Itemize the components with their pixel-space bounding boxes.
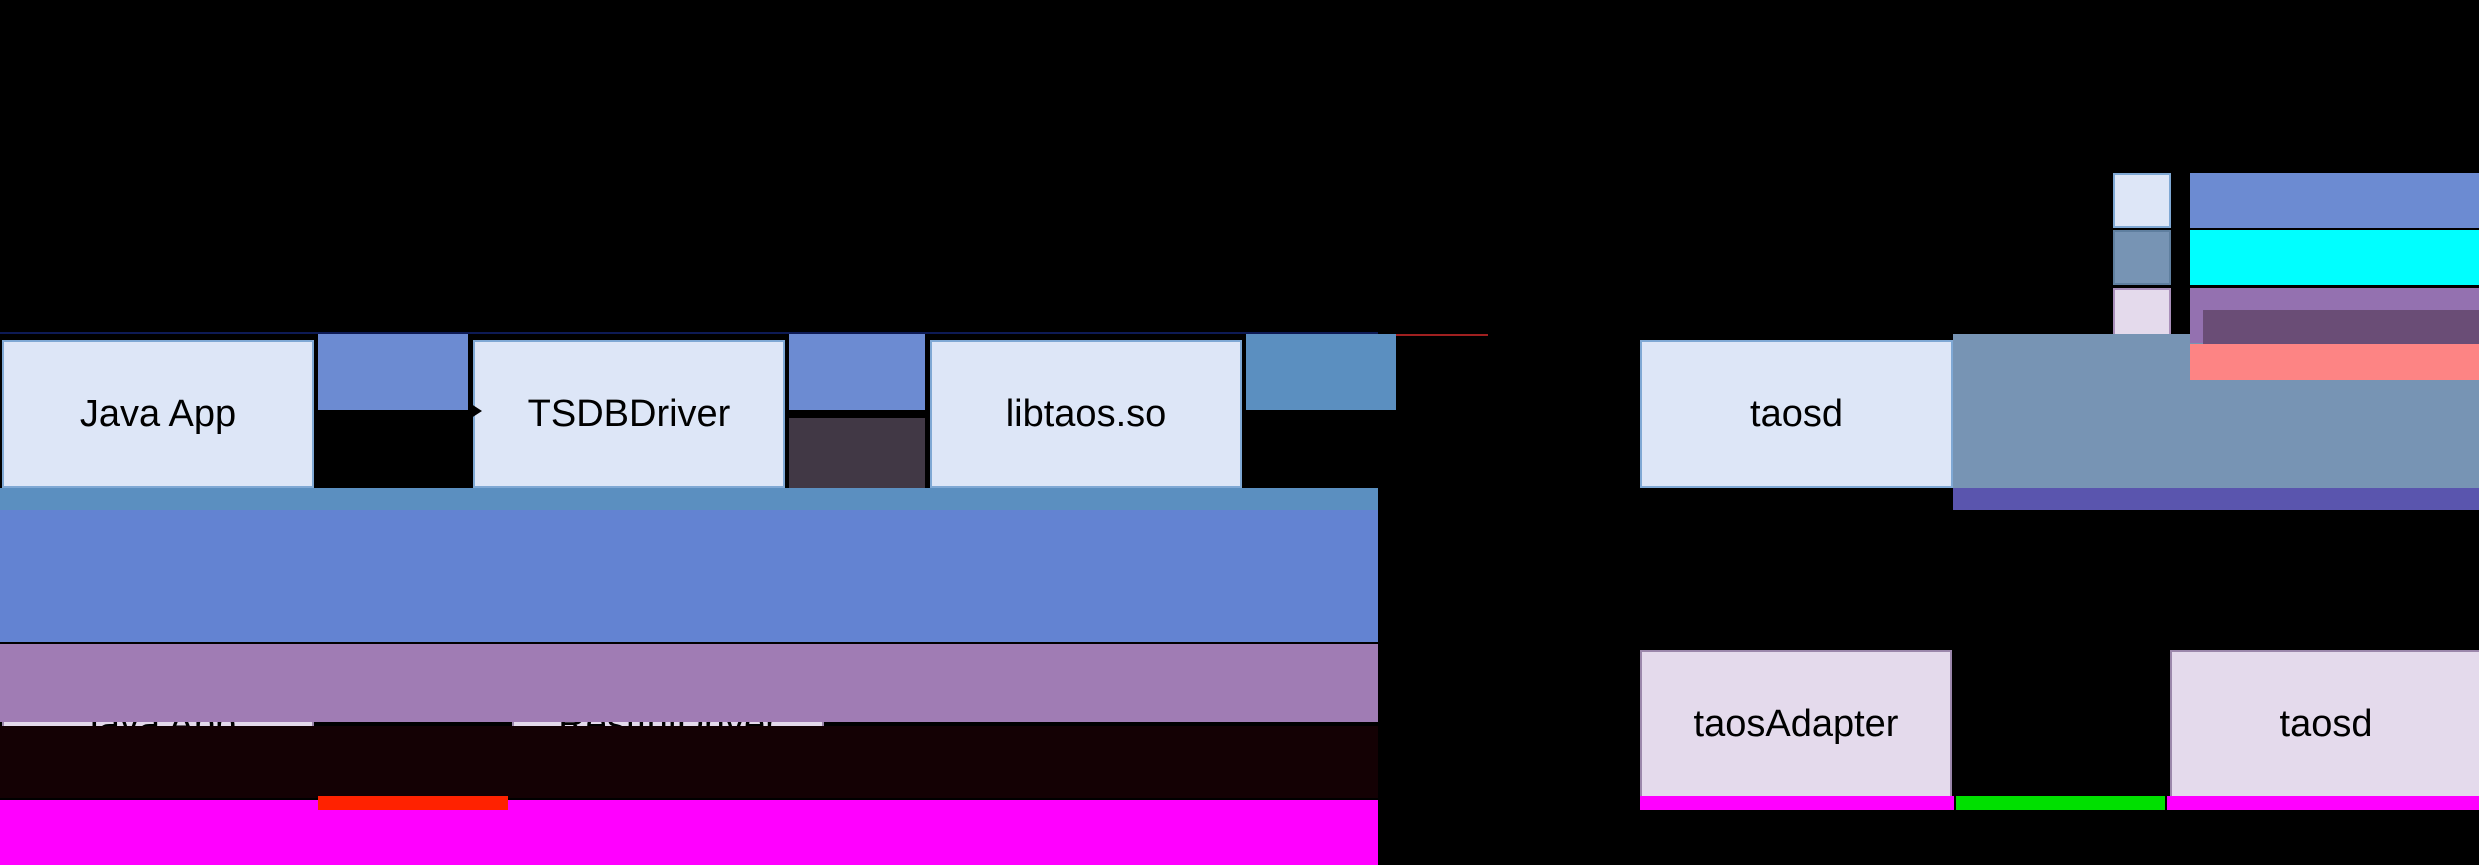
arrowhead-taosd-native xyxy=(1620,398,1640,424)
connector-restful-taosadapter xyxy=(828,720,1635,726)
connector-libtaos-taosd xyxy=(1246,408,1635,414)
connector-javaapp-tsdbdriver xyxy=(318,408,468,414)
hairline-artifact-blue xyxy=(0,332,1378,334)
overlay-top-blue-2 xyxy=(789,334,925,410)
arrowhead-taosd-rest xyxy=(2150,710,2170,736)
node-java-app-native[interactable]: Java App xyxy=(2,340,314,488)
overlay-dark-band-l xyxy=(0,726,1378,798)
node-label: libtaos.so xyxy=(1005,393,1167,435)
overlay-legend-salmon xyxy=(2190,344,2479,380)
overlay-red-restful xyxy=(318,796,508,810)
overlay-legend-cyan xyxy=(2190,230,2479,285)
overlay-magenta-band-l xyxy=(0,800,1378,865)
overlay-magenta-taosd xyxy=(2167,796,2479,810)
hairline-artifact-red xyxy=(1378,334,1488,336)
node-tsdb-driver[interactable]: TSDBDriver xyxy=(473,340,785,488)
overlay-magenta-adapter xyxy=(1640,796,1954,810)
node-label: taosd xyxy=(1750,393,1843,435)
arrowhead-taos-adapter xyxy=(1620,710,1640,736)
overlay-green-adapter xyxy=(1956,796,2165,810)
legend-swatch-java-process xyxy=(2113,173,2171,228)
node-label: Java App xyxy=(79,393,237,435)
overlay-indigo-right xyxy=(1953,488,2479,510)
node-label: TSDBDriver xyxy=(527,393,731,435)
node-label: taosd xyxy=(2279,703,2373,745)
overlay-blue-band-l xyxy=(0,510,1378,642)
overlay-purple-band-l xyxy=(0,644,1378,722)
node-taosd-native[interactable]: taosd xyxy=(1640,340,1953,488)
overlay-top-blue-1 xyxy=(318,334,468,410)
connector-taosadapter-taosd xyxy=(1956,720,2165,726)
overlay-legend-strip xyxy=(2190,173,2300,195)
node-libtaos-so[interactable]: libtaos.so xyxy=(930,340,1242,488)
legend-swatch-taosd-process xyxy=(2113,288,2171,343)
node-taos-adapter[interactable]: taosAdapter xyxy=(1640,650,1952,798)
node-label: taosAdapter xyxy=(1693,703,1899,745)
connector-tsdbdriver-libtaos xyxy=(789,408,925,414)
node-taosd-rest[interactable]: taosd xyxy=(2170,650,2479,798)
overlay-top-blue-3 xyxy=(1246,334,1396,410)
connector-javaapp-restful xyxy=(318,720,507,726)
legend-swatch-native-connection xyxy=(2113,230,2171,285)
overlay-legend-violet xyxy=(2203,310,2479,348)
